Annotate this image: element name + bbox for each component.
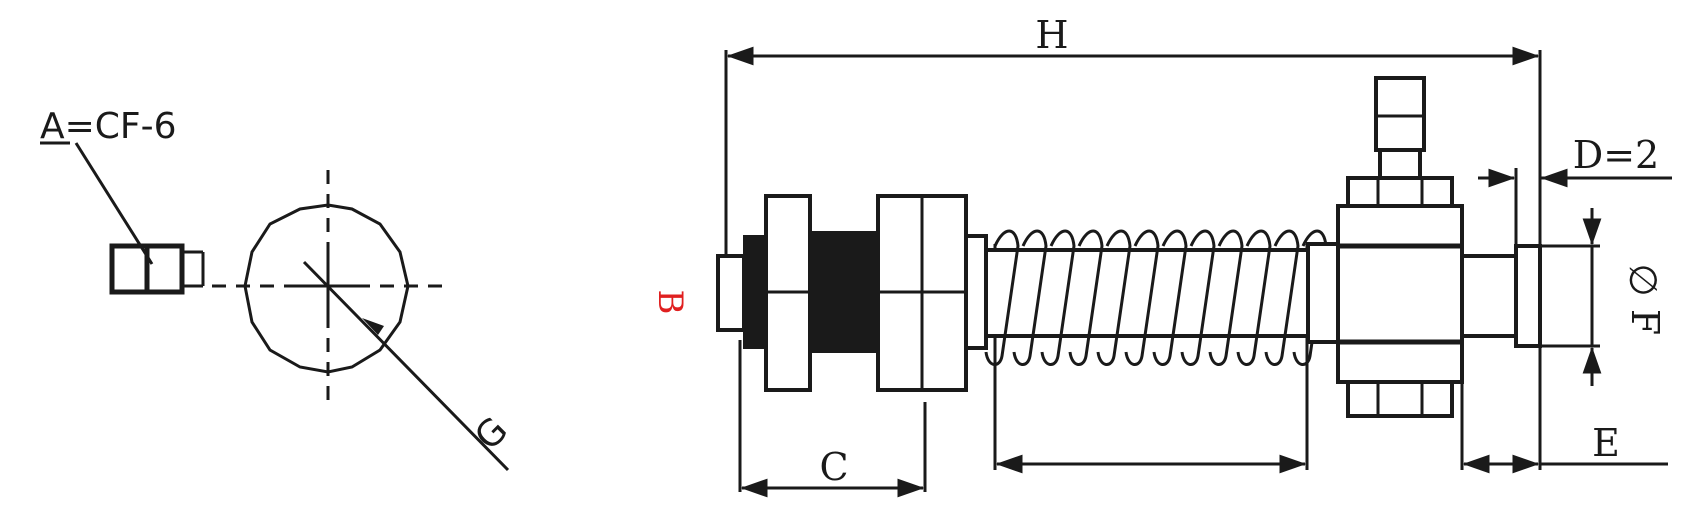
nose-cap [716, 254, 746, 332]
side-view: H B C E D=2 ∅ F [650, 13, 1672, 498]
bottom-hex [1346, 380, 1454, 418]
end-view: A=CF-6 G [40, 106, 516, 472]
g-leader-arrow [362, 318, 384, 335]
nose-thread [743, 235, 767, 349]
dim-d-label: D=2 [1573, 133, 1659, 177]
right-shaft [1460, 254, 1520, 338]
dim-g-label: G [467, 410, 516, 459]
g-leader-line [302, 260, 510, 472]
dim-h-label: H [1035, 13, 1068, 57]
dodecagon-outline [243, 203, 410, 374]
top-hex [1346, 176, 1454, 208]
shaft-collar [964, 234, 988, 350]
end-stop [1514, 244, 1542, 348]
dim-c-label: C [819, 445, 848, 489]
dim-b-label: B [650, 290, 690, 315]
diameter-symbol: ∅ [1621, 263, 1665, 296]
dim-f-label: F [1623, 309, 1667, 335]
spring-seat [1306, 242, 1340, 344]
end-cap-part [109, 243, 205, 295]
material-code-label: A=CF-6 [40, 106, 177, 147]
dim-e-label: E [1592, 421, 1620, 465]
threaded-section [809, 231, 883, 353]
main-body [1336, 204, 1464, 384]
top-fitting-stem [1378, 148, 1422, 180]
return-spring [984, 229, 1328, 366]
top-fitting-head [1374, 76, 1426, 152]
